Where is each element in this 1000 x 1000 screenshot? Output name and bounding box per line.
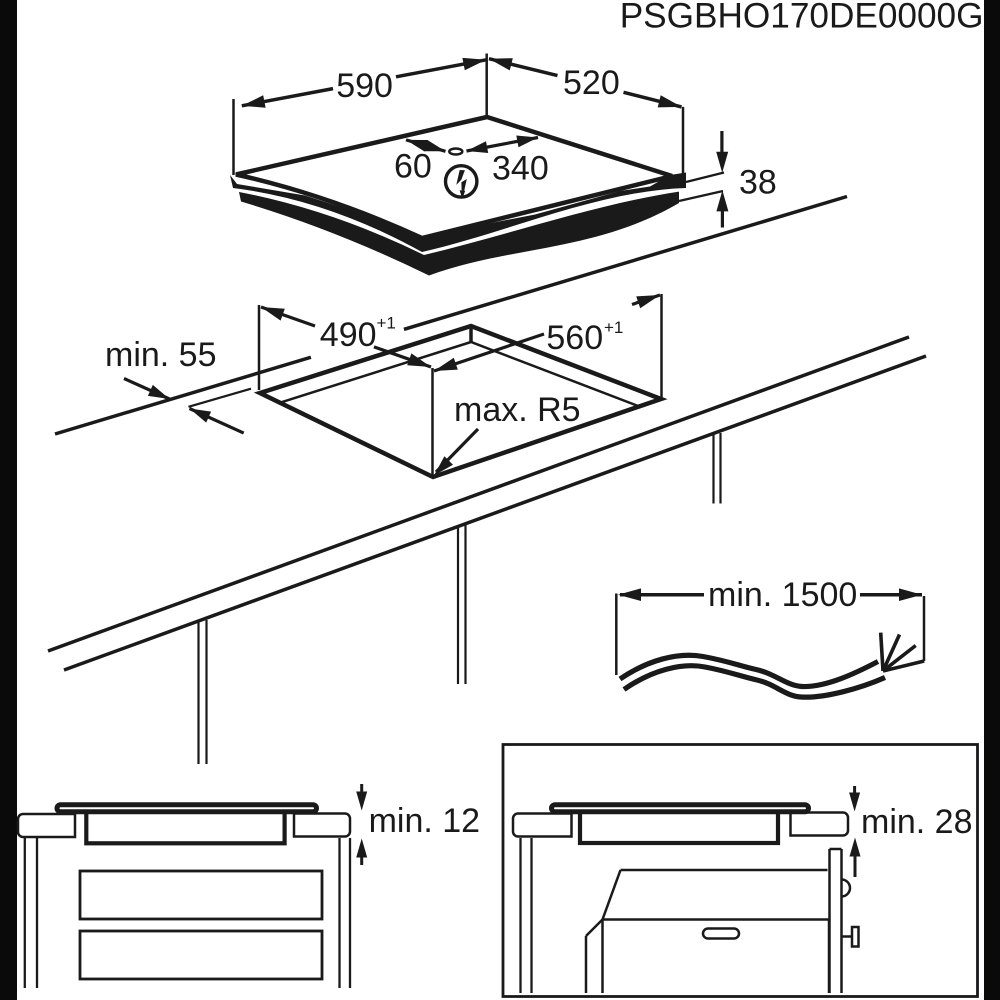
svg-text:min. 28: min. 28	[861, 803, 973, 841]
svg-text:520: 520	[563, 64, 620, 102]
svg-text:PSGBHO170DE0000G: PSGBHO170DE0000G	[620, 0, 984, 36]
svg-text:60: 60	[394, 148, 432, 186]
svg-text:38: 38	[739, 164, 777, 202]
svg-text:560: 560	[546, 319, 603, 357]
svg-text:+1: +1	[377, 314, 396, 333]
svg-text:340: 340	[492, 150, 549, 188]
svg-text:min. 1500: min. 1500	[708, 576, 857, 614]
svg-text:590: 590	[336, 67, 393, 105]
svg-text:490: 490	[320, 316, 377, 354]
svg-text:min. 55: min. 55	[105, 336, 217, 374]
svg-text:min. 12: min. 12	[369, 802, 481, 840]
svg-text:+1: +1	[604, 318, 623, 337]
svg-text:max. R5: max. R5	[454, 391, 581, 429]
